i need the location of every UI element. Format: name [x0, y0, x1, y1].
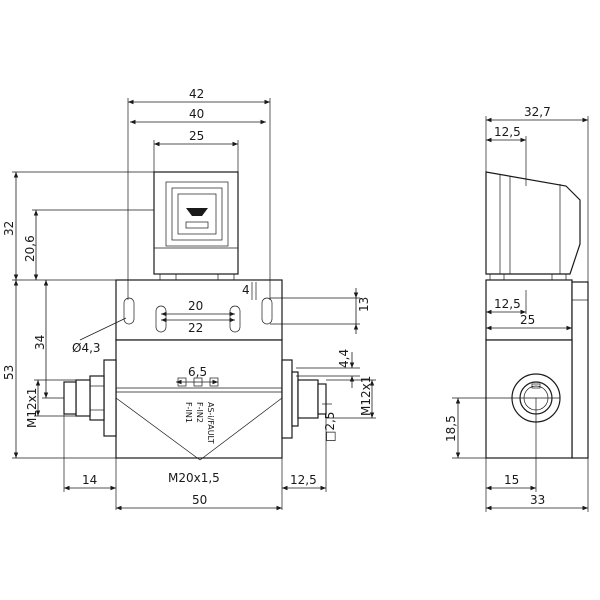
dim-12-5-top: 12,5: [494, 125, 521, 139]
left-connector: [63, 359, 117, 437]
front-view: F-IN1 F-IN2 AS-i/FAULT 42: [2, 87, 376, 511]
dim-25-side: 25: [520, 313, 535, 327]
side-body: [485, 339, 573, 459]
side-head: [485, 171, 581, 281]
dim-13: 13: [357, 297, 371, 312]
dim-32: 32: [2, 221, 16, 236]
dim-25-front: 25: [189, 129, 204, 143]
dim-32-7: 32,7: [524, 105, 551, 119]
led-label-1: F-IN1: [184, 402, 193, 423]
led-label-2: F-IN2: [195, 402, 204, 423]
dim-40: 40: [189, 107, 204, 121]
dim-14: 14: [82, 473, 97, 487]
dim-4-4: 4,4: [337, 349, 351, 368]
dim-42: 42: [189, 87, 204, 101]
dim-33: 33: [530, 493, 545, 507]
dim-53: 53: [2, 365, 16, 380]
dim-m20: M20x1,5: [168, 471, 220, 485]
dim-20: 20: [188, 299, 203, 313]
dim-22: 22: [188, 321, 203, 335]
dim-34: 34: [33, 335, 47, 350]
dim-square-2-5: □2,5: [323, 412, 337, 442]
front-dimensions: 42 40 25 32 20,6 53 34: [2, 87, 376, 511]
dim-m12-right: M12x1: [359, 376, 373, 416]
led-label-3: AS-i/FAULT: [206, 402, 215, 444]
dim-4-offset: 4: [242, 283, 250, 297]
dim-18-5: 18,5: [444, 415, 458, 442]
dim-20-6: 20,6: [23, 235, 37, 262]
switch-housing: F-IN1 F-IN2 AS-i/FAULT: [115, 339, 283, 461]
dim-50: 50: [192, 493, 207, 507]
side-view: 32,7 12,5 12,5 25 18,5 15 33: [444, 105, 589, 512]
dim-6-5: 6,5: [188, 365, 207, 379]
side-dimensions: 32,7 12,5 12,5 25 18,5 15 33: [444, 105, 589, 512]
dim-12-5-front: 12,5: [290, 473, 317, 487]
dim-15: 15: [504, 473, 519, 487]
dim-12-5-mid: 12,5: [494, 297, 521, 311]
actuator-head: [153, 171, 239, 281]
right-connector: [281, 359, 327, 439]
dim-dia-4-3: Ø4,3: [72, 341, 101, 355]
dim-m12-left: M12x1: [25, 388, 39, 428]
